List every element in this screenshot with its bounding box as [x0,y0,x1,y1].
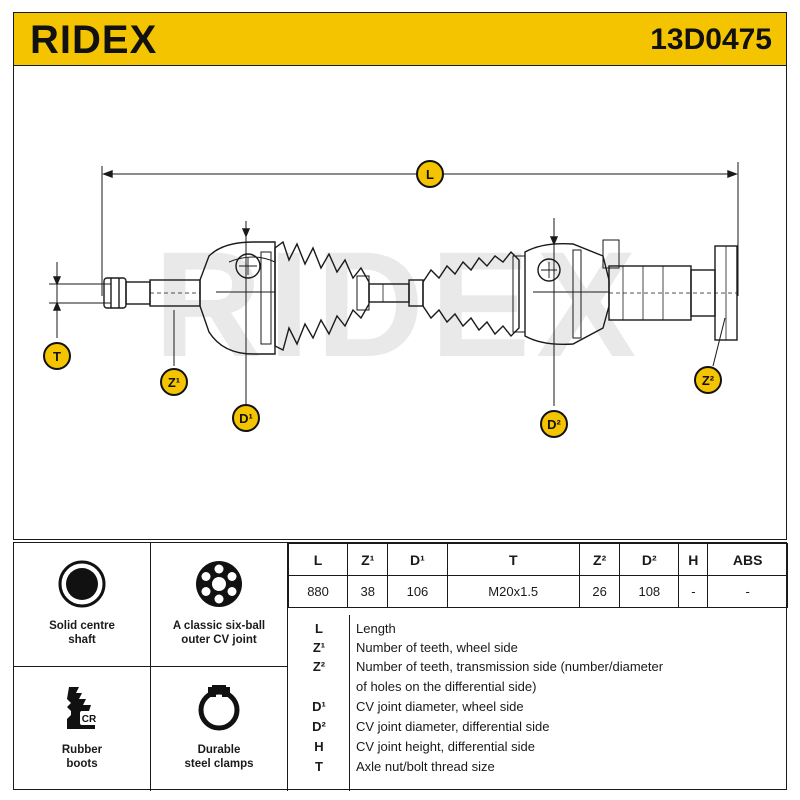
legend-text: CV joint diameter, differential side [356,719,550,734]
legend: L Length Z¹ Number of teeth, wheel side … [288,615,788,791]
specification-panel: Solid centre shaft A classic six-ball ou… [13,542,788,791]
diameter-diff-tag: D² [540,410,568,438]
legend-text: Number of teeth, transmission side (numb… [356,659,664,674]
spec-value-cell: - [678,575,709,608]
header-bar: RIDEX 13D0475 [13,12,787,66]
spec-value-cell: 38 [347,575,389,608]
six-ball-joint-icon [196,561,242,607]
spec-header-cell: Z¹ [347,543,389,576]
legend-text: Axle nut/bolt thread size [356,759,495,774]
legend-text: of holes on the differential side) [356,679,537,694]
feature-steel-clamps: Durable steel clamps [151,667,288,791]
spec-value-cell: 106 [387,575,448,608]
spec-value-cell: M20x1.5 [446,575,580,608]
spec-header-cell: D² [619,543,680,576]
legend-key: L [315,621,323,636]
legend-key: D² [312,719,326,734]
spec-value-cell: 108 [619,575,680,608]
teeth-wheel-tag: Z¹ [160,368,188,396]
legend-divider [349,615,350,791]
feature-six-ball-joint: A classic six-ball outer CV joint [151,543,288,667]
brand-logo: RIDEX [30,18,158,62]
drawing-frame [13,66,787,540]
spec-value-cell: 880 [287,575,349,608]
drive-shaft-drawing: RIDEX [49,162,739,406]
part-number: 13D0475 [650,23,772,56]
spec-header-cell: D¹ [387,543,448,576]
spec-header-cell: L [287,543,349,576]
steel-clamp-icon [198,685,240,731]
thread-tag: T [43,342,71,370]
feature-solid-shaft: Solid centre shaft [14,543,151,667]
feature-label: A classic six-ball outer CV joint [172,620,266,646]
legend-key: T [315,759,323,774]
spec-value-row: 880 38 106 M20x1.5 26 108 - - [287,575,788,608]
length-tag: L [416,160,444,188]
feature-label: Durable steel clamps [184,744,254,770]
legend-text: CV joint height, differential side [356,739,535,754]
legend-key: H [314,739,324,754]
legend-key: Z¹ [312,640,326,655]
spec-header-row: L Z¹ D¹ T Z² D² H ABS [287,543,788,576]
legend-text: CV joint diameter, wheel side [356,699,524,714]
legend-text: Length [356,621,396,636]
legend-key: Z² [312,659,326,674]
legend-text: Number of teeth, wheel side [356,640,518,655]
solid-shaft-icon [58,560,106,608]
legend-key: D¹ [312,699,326,714]
feature-label: Rubber boots [61,744,103,770]
feature-label: Solid centre shaft [49,620,115,646]
rubber-boot-icon: CR [67,687,98,729]
spec-value-cell: 26 [578,575,621,608]
spec-header-cell: ABS [707,543,788,576]
svg-text:CR: CR [82,714,97,725]
watermark-text: RIDEX [154,220,642,388]
spec-header-cell: H [678,543,709,576]
spec-header-cell: T [446,543,580,576]
spec-table: L Z¹ D¹ T Z² D² H ABS 880 38 106 M20x1.5… [287,543,788,608]
spec-value-cell: - [707,575,788,608]
feature-rubber-boots: CR Rubber boots [14,667,151,791]
diameter-wheel-tag: D¹ [232,404,260,432]
teeth-diff-tag: Z² [694,366,722,394]
spec-header-cell: Z² [578,543,621,576]
